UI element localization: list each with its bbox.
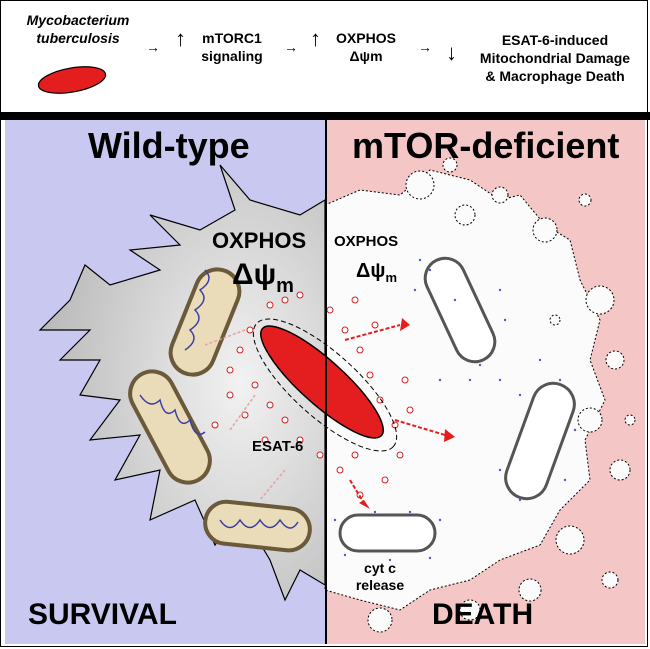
- death-label: DEATH: [432, 598, 534, 631]
- mtorc1-label: mTORC1: [202, 30, 262, 46]
- panel-divider-line: [325, 120, 327, 644]
- esat6-label: ESAT-6: [252, 438, 304, 455]
- membrane-blebs: [367, 157, 636, 633]
- delta-psi-header-label: Δψm: [349, 48, 383, 64]
- flow-arrow-2: →: [284, 39, 298, 55]
- ko-oxphos-label: OXPHOS: [334, 233, 399, 250]
- damaged-mitochondria: [338, 256, 576, 553]
- damaged-mitochondrion-2: [504, 381, 576, 501]
- mito-damage-label: Mitochondrial Damage: [479, 50, 631, 66]
- summary-header: Mycobacterium tuberculosis → ↑ mTORC1 si…: [0, 0, 650, 118]
- cytochrome-dots: [333, 258, 577, 562]
- release-label: release: [355, 577, 405, 593]
- wild-type-title: Wild-type: [88, 125, 250, 166]
- weak-esat6-arrows: [204, 329, 286, 501]
- up-arrow-oxphos: ↑: [310, 26, 321, 51]
- strong-esat6-arrows: [344, 324, 446, 506]
- signaling-label: signaling: [201, 48, 263, 64]
- mitochondrion-3: [203, 499, 312, 553]
- mtb-bacterium: [260, 325, 384, 439]
- up-arrow-mtorc1: ↑: [175, 26, 186, 51]
- flow-arrow-3: →: [418, 39, 432, 55]
- phagosome-membrane: [252, 318, 398, 452]
- cyt-c-label: cyt c: [364, 560, 396, 576]
- wt-oxphos-label: OXPHOS: [212, 228, 307, 253]
- organism-label-line1: Mycobacterium: [26, 12, 130, 28]
- flow-arrow-1: →: [146, 39, 160, 55]
- ko-delta-psi-label: Δψm: [356, 260, 398, 285]
- organism-label-line2: tuberculosis: [36, 30, 120, 46]
- section-divider: [0, 112, 650, 120]
- damaged-mitochondrion-1: [423, 256, 497, 364]
- wt-delta-psi-label: Δψm: [232, 258, 294, 297]
- wt-delta-psi-subscript: m: [276, 275, 294, 297]
- header-bacterium-icon: [37, 66, 107, 94]
- survival-label: SURVIVAL: [28, 598, 177, 631]
- oxphos-header-label: OXPHOS: [336, 30, 396, 46]
- down-arrow-damage: ↓: [446, 40, 457, 65]
- damaged-mitochondrion-3: [338, 513, 437, 553]
- arrowheads: [359, 318, 455, 509]
- ko-delta-psi-subscript: m: [385, 270, 398, 285]
- mtor-deficient-cell: [324, 169, 606, 611]
- esat6-particles: [211, 291, 414, 499]
- esat6-induced-label: ESAT-6-induced: [501, 32, 609, 48]
- healthy-cristae: [139, 269, 299, 529]
- mitochondrion-2: [128, 369, 212, 485]
- mtor-deficient-title: mTOR-deficient: [352, 125, 620, 166]
- macrophage-death-label: & Macrophage Death: [485, 68, 625, 84]
